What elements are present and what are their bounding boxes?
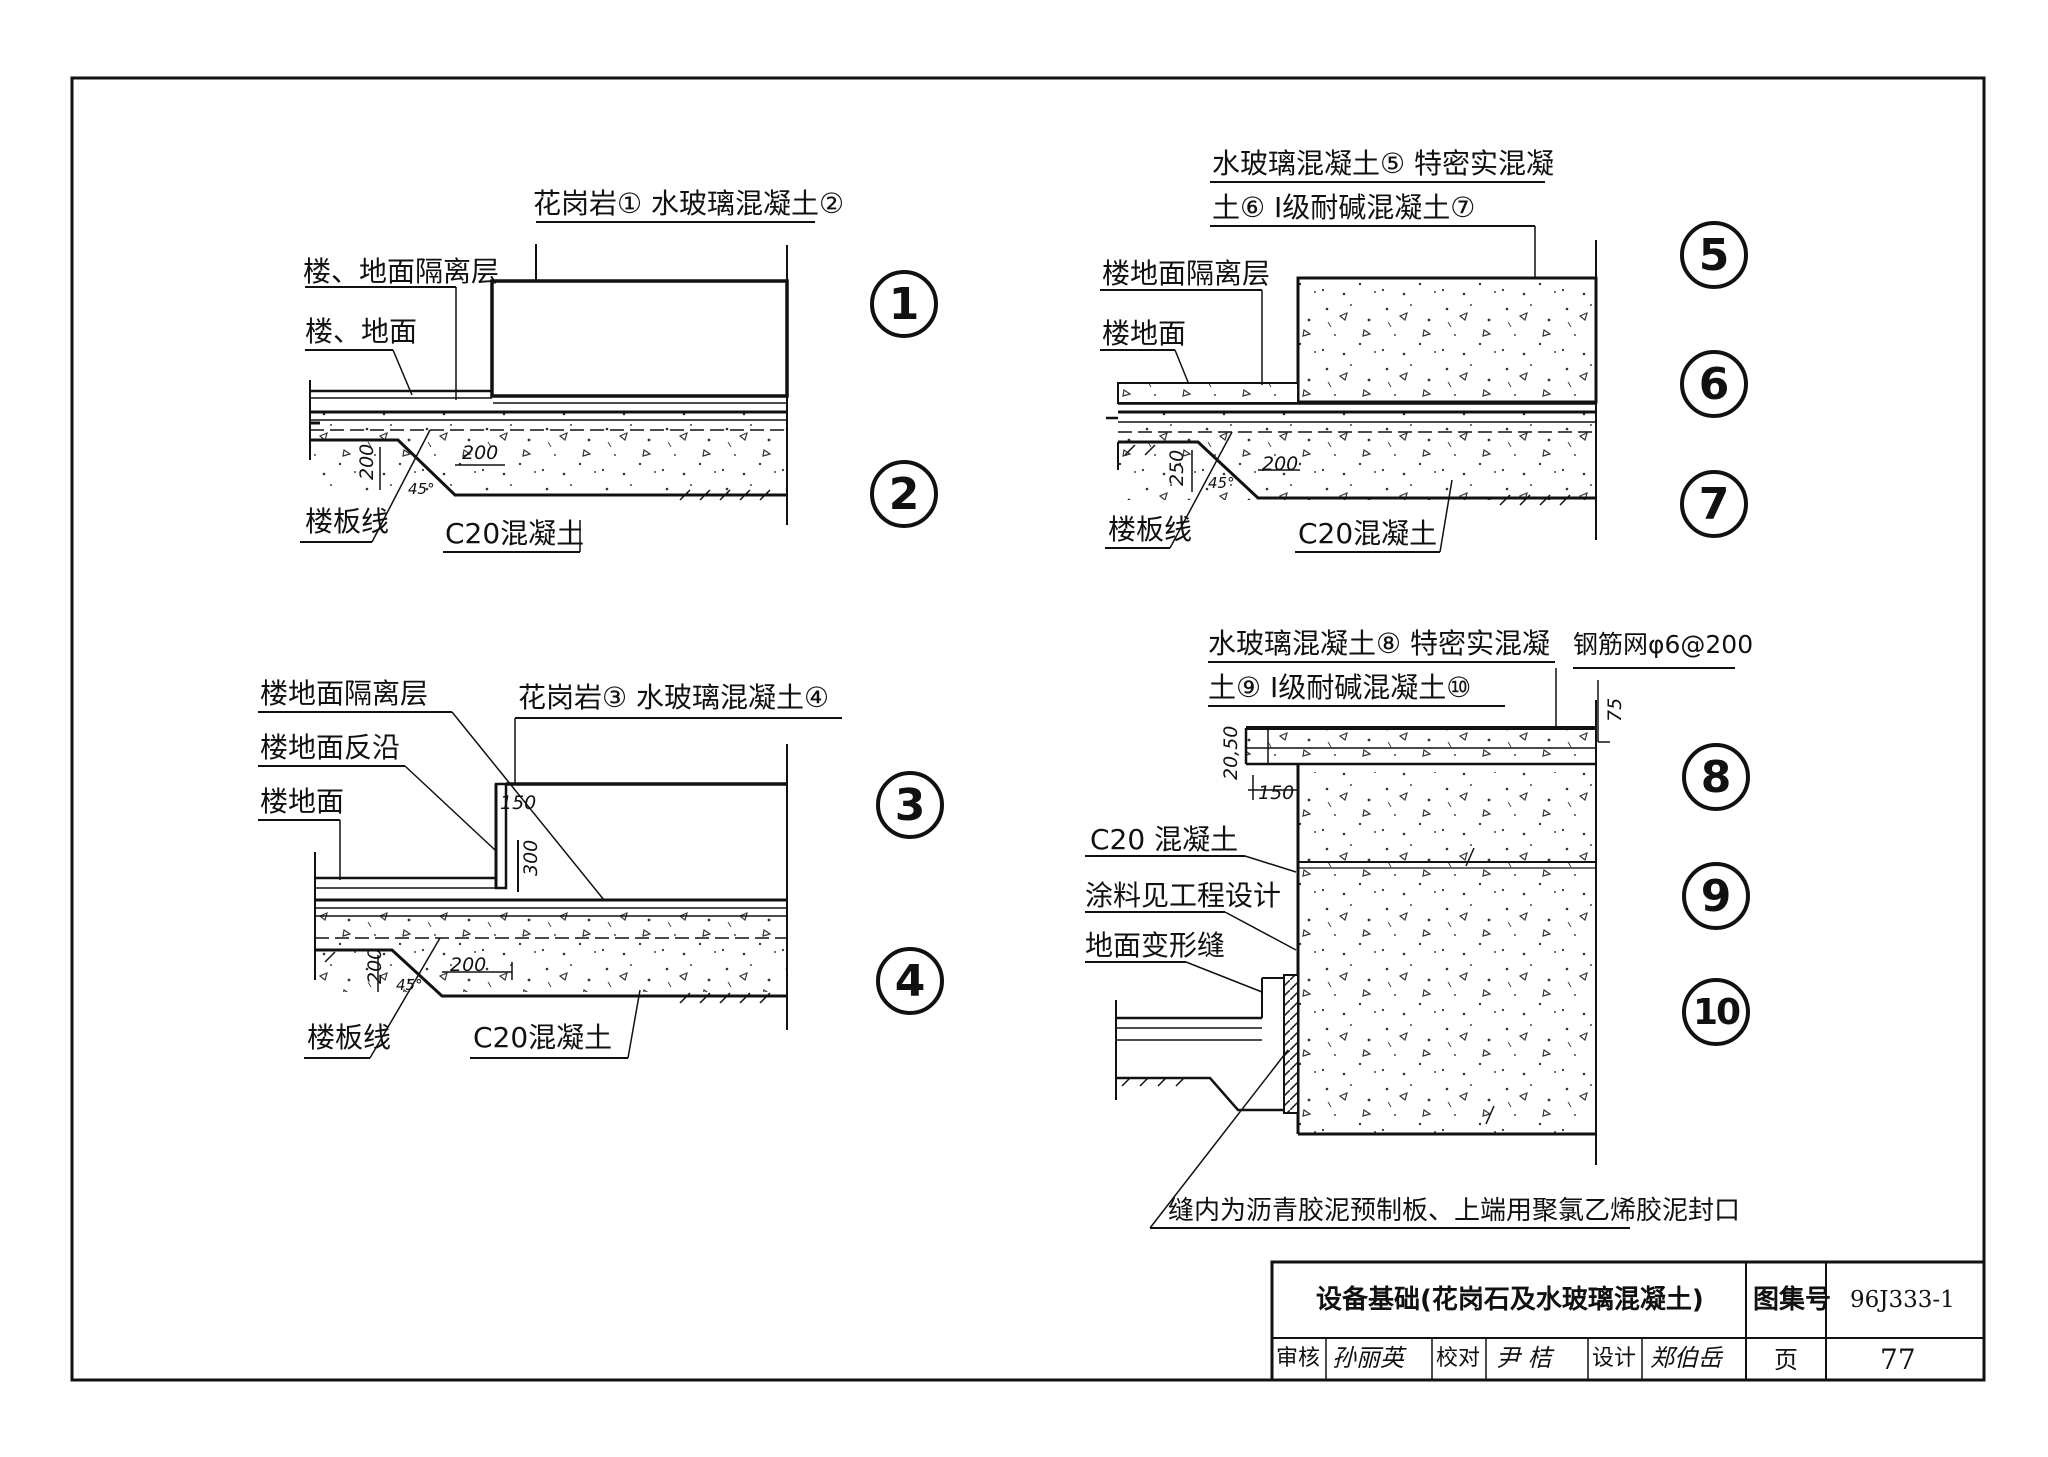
check-label: 校对 xyxy=(1436,1346,1481,1371)
detail-b-section xyxy=(1100,181,1598,553)
detail-c-isolation-layer-label: 楼地面隔离层 xyxy=(260,677,429,710)
detail-a-material-note: 花岗岩① 水玻璃混凝土② xyxy=(533,187,845,220)
design-signature: 郑伯岳 xyxy=(1650,1344,1722,1372)
detail-a-slab-line-label: 楼板线 xyxy=(305,505,390,538)
detail-b-material-note-line1: 水玻璃混凝土⑤ 特密实混凝 xyxy=(1212,147,1555,180)
atlas-number-label: 图集号 xyxy=(1753,1285,1832,1315)
detail-d-coating-label: 涂料见工程设计 xyxy=(1085,879,1282,912)
detail-d-joint-label: 地面变形缝 xyxy=(1085,929,1226,962)
detail-b-isolation-layer-label: 楼地面隔离层 xyxy=(1102,257,1271,290)
check-signature: 尹 桔 xyxy=(1496,1344,1552,1372)
drawing-title: 设备基础(花岗石及水玻璃混凝土) xyxy=(1316,1285,1704,1315)
marker-9: 9 xyxy=(1682,862,1750,930)
detail-b-material-note-line2: 土⑥ Ⅰ级耐碱混凝土⑦ xyxy=(1212,191,1476,224)
detail-c-floor-label: 楼地面 xyxy=(260,785,345,818)
page-label: 页 xyxy=(1774,1346,1798,1374)
title-block-grid xyxy=(1270,1260,1986,1382)
detail-c-angle-dim: 45° xyxy=(396,976,423,994)
detail-b-width-dim: 200 xyxy=(1262,453,1299,475)
marker-1: 1 xyxy=(870,270,938,338)
detail-d-section xyxy=(1085,661,1735,1229)
detail-c-material-note: 花岗岩③ 水玻璃混凝土④ xyxy=(518,681,830,714)
marker-3: 3 xyxy=(876,771,944,839)
detail-c-depth-dim: 200 xyxy=(364,947,386,984)
detail-b-floor-label: 楼地面 xyxy=(1102,317,1187,350)
detail-d-150-dim: 150 xyxy=(1258,782,1295,804)
detail-b-concrete-label: C20混凝土 xyxy=(1298,517,1438,550)
detail-a-floor-label: 楼、地面 xyxy=(305,315,418,348)
page-number: 77 xyxy=(1880,1343,1916,1376)
detail-a-depth-dim: 200 xyxy=(356,443,378,480)
detail-c-concrete-label: C20混凝土 xyxy=(473,1021,613,1054)
detail-a-width-dim: 200 xyxy=(462,442,499,464)
detail-d-top-dim: 20,50 xyxy=(1220,725,1242,780)
marker-4: 4 xyxy=(876,947,944,1015)
review-label: 审核 xyxy=(1276,1346,1321,1371)
detail-d-rebar-label: 钢筋网φ6@200 xyxy=(1573,630,1754,659)
detail-d-joint-note: 缝内为沥青胶泥预制板、上端用聚氯乙烯胶泥封口 xyxy=(1168,1196,1741,1226)
marker-5: 5 xyxy=(1680,221,1748,289)
design-label: 设计 xyxy=(1592,1346,1637,1371)
detail-a-concrete-label: C20混凝土 xyxy=(445,517,585,550)
detail-d-material-note-line1: 水玻璃混凝土⑧ 特密实混凝 xyxy=(1208,627,1551,660)
marker-6: 6 xyxy=(1680,350,1748,418)
detail-b-angle-dim: 45° xyxy=(1208,474,1235,492)
detail-b-slab-line-label: 楼板线 xyxy=(1108,513,1193,546)
detail-c-300-dim: 300 xyxy=(520,839,542,876)
detail-b-depth-dim: 250 xyxy=(1166,449,1188,486)
detail-a-isolation-layer-label: 楼、地面隔离层 xyxy=(303,255,500,288)
sheet-frame xyxy=(70,76,1986,1382)
detail-c-slab-line-label: 楼板线 xyxy=(307,1021,392,1054)
marker-2: 2 xyxy=(870,460,938,528)
atlas-number: 96J333-1 xyxy=(1850,1287,1955,1313)
detail-c-150-dim: 150 xyxy=(500,792,537,814)
detail-d-concrete-label: C20 混凝土 xyxy=(1090,823,1239,856)
detail-d-75-dim: 75 xyxy=(1604,697,1626,722)
detail-c-width-dim: 200 xyxy=(450,954,487,976)
detail-c-section xyxy=(258,711,842,1059)
review-signature: 孙丽英 xyxy=(1332,1344,1404,1372)
detail-a-angle-dim: 45° xyxy=(408,480,435,498)
marker-10: 10 xyxy=(1682,978,1750,1046)
detail-a-section xyxy=(300,221,815,553)
detail-d-material-note-line2: 土⑨ Ⅰ级耐碱混凝土⑩ xyxy=(1208,671,1472,704)
marker-7: 7 xyxy=(1680,470,1748,538)
detail-c-upturn-label: 楼地面反沿 xyxy=(260,731,401,764)
marker-8: 8 xyxy=(1682,743,1750,811)
